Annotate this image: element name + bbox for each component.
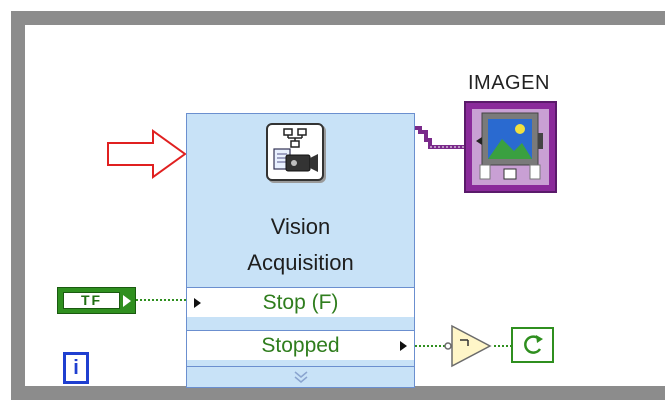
boolean-constant-value: TF	[63, 292, 120, 309]
input-arrow-icon	[194, 298, 201, 308]
boolean-constant[interactable]: TF	[57, 287, 136, 314]
output-arrow-icon	[400, 341, 407, 351]
iteration-terminal[interactable]: i	[63, 352, 89, 384]
vision-acquisition-icon[interactable]	[266, 123, 324, 181]
loop-condition-icon[interactable]	[511, 327, 554, 363]
stopped-output-terminal[interactable]: Stopped	[187, 330, 414, 360]
vi-title-line1: Vision	[270, 214, 331, 239]
expand-terminals-handle[interactable]	[187, 366, 414, 387]
image-wire[interactable]	[415, 126, 472, 149]
vi-title-line2: Acquisition	[247, 250, 354, 275]
outline-arrow-icon	[107, 129, 187, 179]
not-icon[interactable]	[444, 324, 492, 368]
image-display-icon[interactable]	[464, 101, 557, 193]
stop-input-terminal[interactable]: Stop (F)	[187, 287, 414, 317]
stop-terminal-label: Stop (F)	[262, 291, 339, 314]
stopped-terminal-label: Stopped	[261, 334, 340, 357]
vision-acquisition-express-vi[interactable]: Vision Acquisition Stop (F) Stopped	[186, 113, 415, 388]
imagen-label: IMAGEN	[468, 72, 550, 94]
chevron-down-icon	[294, 371, 307, 383]
constant-output-arrow-icon	[123, 295, 131, 307]
